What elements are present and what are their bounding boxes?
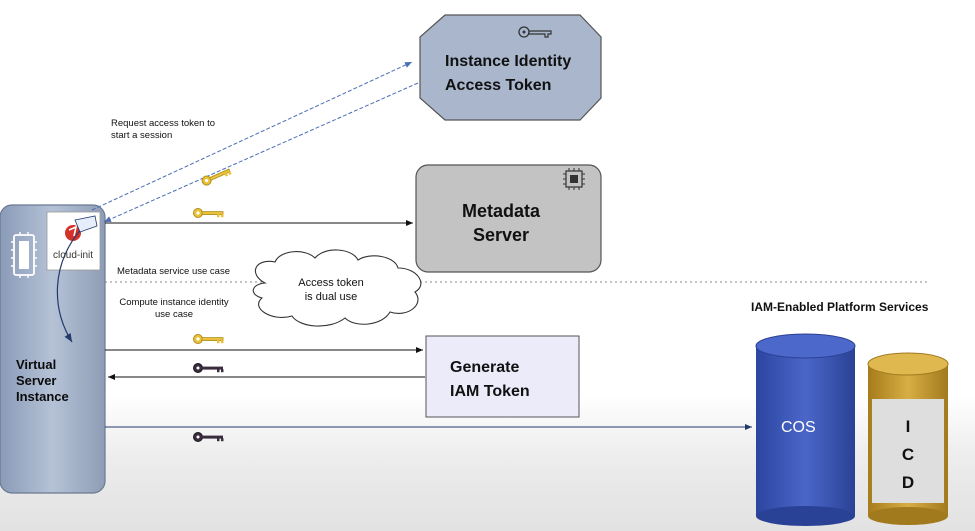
key-icon — [193, 334, 224, 344]
virtual-server-line2: Server — [16, 373, 57, 388]
generate-iam-node — [425, 335, 580, 418]
icd-letter-d: D — [901, 473, 915, 492]
key-icon — [193, 208, 224, 218]
cloud-init-mark-icon — [65, 225, 81, 241]
icd-letter-i: I — [905, 417, 911, 436]
request-token-line2: start a session — [111, 130, 173, 141]
generate-iam-title: Generate IAM Token — [450, 356, 530, 404]
compute-use-case-annotation: Compute instance identity use case — [110, 297, 238, 321]
metadata-server-node — [415, 164, 602, 273]
platform-services-title: IAM-Enabled Platform Services — [751, 300, 929, 314]
internal-curve-arrow — [56, 227, 83, 343]
key-icon — [193, 432, 224, 442]
icd-label: I C D — [893, 413, 923, 497]
instance-identity-line2: Access Token — [445, 77, 552, 94]
cloud-note-line1: Access token — [298, 277, 364, 289]
virtual-server-line3: Instance — [16, 389, 69, 404]
return-token-arrow — [103, 82, 419, 223]
metadata-server-line2: Server — [472, 225, 530, 245]
access-token-cloud — [252, 249, 422, 327]
key-icon — [200, 165, 233, 187]
generate-iam-line1: Generate — [450, 359, 520, 376]
cos-cylinder — [755, 333, 856, 526]
compute-use-case-line1: Compute instance identity — [119, 297, 229, 308]
cloud-note-line2: is dual use — [304, 291, 358, 303]
virtual-server-node — [0, 204, 106, 494]
request-token-line1: Request access token to — [111, 118, 216, 129]
chip-icon — [563, 168, 585, 190]
cos-label: COS — [781, 419, 816, 436]
instance-identity-node — [419, 14, 602, 121]
compute-use-case-line2: use case — [154, 309, 194, 320]
instance-identity-title: Instance Identity Access Token — [445, 50, 571, 98]
virtual-server-line1: Virtual — [16, 357, 57, 372]
virtual-server-title: Virtual Server Instance — [16, 357, 69, 405]
generate-iam-line2: IAM Token — [450, 383, 530, 400]
metadata-use-case-label: Metadata service use case — [117, 266, 231, 277]
key-icon — [193, 363, 224, 373]
icd-cylinder — [867, 352, 949, 525]
cloud-init-label: cloud-init — [53, 250, 94, 261]
key-icon — [518, 26, 552, 38]
request-token-annotation: Request access token to start a session — [111, 118, 215, 142]
request-token-arrow — [91, 61, 413, 211]
vsi-chip-icon — [11, 232, 37, 278]
icd-letter-c: C — [901, 445, 915, 464]
instance-identity-line1: Instance Identity — [445, 53, 572, 70]
metadata-server-title: Metadata Server — [451, 199, 551, 247]
access-token-cloud-label: Access token is dual use — [284, 276, 378, 304]
metadata-server-line1: Metadata — [461, 201, 541, 221]
